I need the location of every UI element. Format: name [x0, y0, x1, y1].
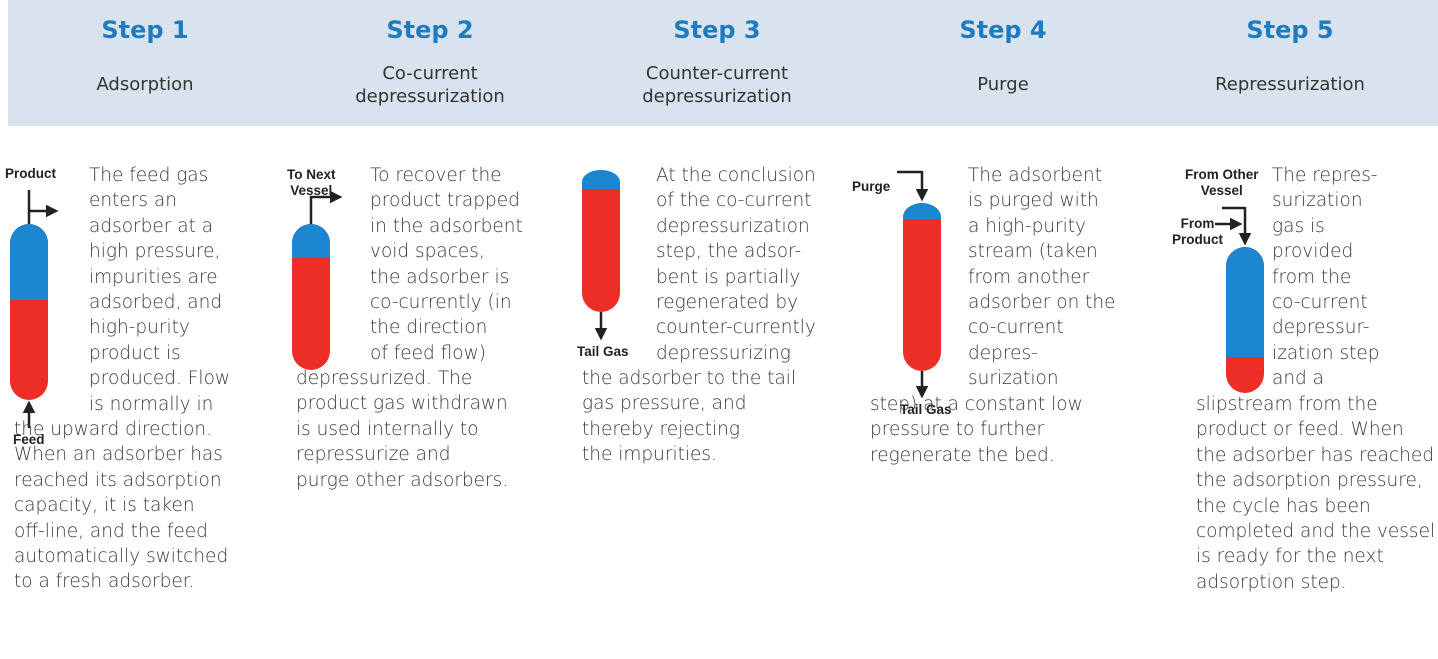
- step-3-description-top: At the conclusion of the co-current depr…: [656, 165, 816, 364]
- step-3-description-bottom: the adsorber to the tail gas pressure, a…: [582, 368, 797, 466]
- step-5-description-top: The repres- surization gas is provided f…: [1272, 165, 1380, 390]
- step-3-subtitle: Counter-current depressurization: [642, 63, 792, 107]
- step-1-subtitle: Adsorption: [96, 74, 194, 95]
- step-2-description-top: To recover the product trapped in the ad…: [370, 165, 523, 364]
- step-2-vessel-red-section: [292, 224, 330, 370]
- step-1-product-label: Product: [5, 166, 57, 181]
- step-4-description-top: The adsorbent is purged with a high-puri…: [968, 165, 1116, 390]
- step-2-title: Step 2: [386, 16, 474, 44]
- step-2-vessel: [292, 224, 330, 370]
- step-5-from-product-label: From Product: [1172, 216, 1224, 247]
- step-3-vessel-blue-section: [582, 170, 620, 189]
- step-2-description-bottom: depressurized. The product gas withdrawn…: [296, 368, 509, 491]
- step-5-from-other-vessel-label: From Other Vessel: [1185, 167, 1259, 198]
- step-1-feed-label: Feed: [13, 432, 45, 447]
- step-2-to-next-vessel-arrow: [309, 190, 343, 224]
- step-4-vessel: [903, 203, 941, 371]
- steps-header-band: [8, 0, 1438, 126]
- step-1-vessel-blue-section: [10, 224, 48, 300]
- step-4-subtitle: Purge: [977, 74, 1029, 95]
- step-1-title: Step 1: [101, 16, 189, 44]
- step-5-subtitle: Repressurization: [1215, 74, 1365, 95]
- step-2-to-next-vessel-label: To Next Vessel: [287, 167, 336, 198]
- step-5-title: Step 5: [1246, 16, 1334, 44]
- step-1-vessel: [10, 224, 48, 400]
- step-4-title: Step 4: [959, 16, 1047, 44]
- step-4-description-bottom: step) at a constant low pressure to furt…: [870, 394, 1083, 466]
- step-3-vessel-red-section: [582, 170, 620, 312]
- step-3-vessel: [582, 170, 620, 312]
- step-5-from-other-vessel-arrow: [1222, 206, 1252, 246]
- step-1-product-arrow: [27, 190, 59, 224]
- step-3-title: Step 3: [673, 16, 761, 44]
- step-4-vessel-blue-section: [903, 203, 941, 219]
- step-4-purge-label: Purge: [852, 179, 891, 194]
- step-4-tail-gas-label: Tail Gas: [900, 402, 952, 417]
- step-5-vessel-blue-section: [1226, 247, 1264, 357]
- step-5-vessel: [1226, 247, 1264, 393]
- step-4-vessel-red-section: [903, 203, 941, 371]
- step-1-description-bottom: the upward direction. When an adsorber h…: [14, 419, 229, 593]
- step-1-description-top: The feed gas enters an adsorber at a hig…: [89, 165, 231, 415]
- step-2-vessel-blue-section: [292, 224, 330, 258]
- step-2-subtitle: Co-current depressurization: [355, 63, 505, 107]
- step-4-purge-arrow: [897, 170, 929, 202]
- step-5-description-bottom: slipstream from the product or feed. Whe…: [1196, 394, 1436, 593]
- step-3-tail-gas-label: Tail Gas: [577, 344, 629, 359]
